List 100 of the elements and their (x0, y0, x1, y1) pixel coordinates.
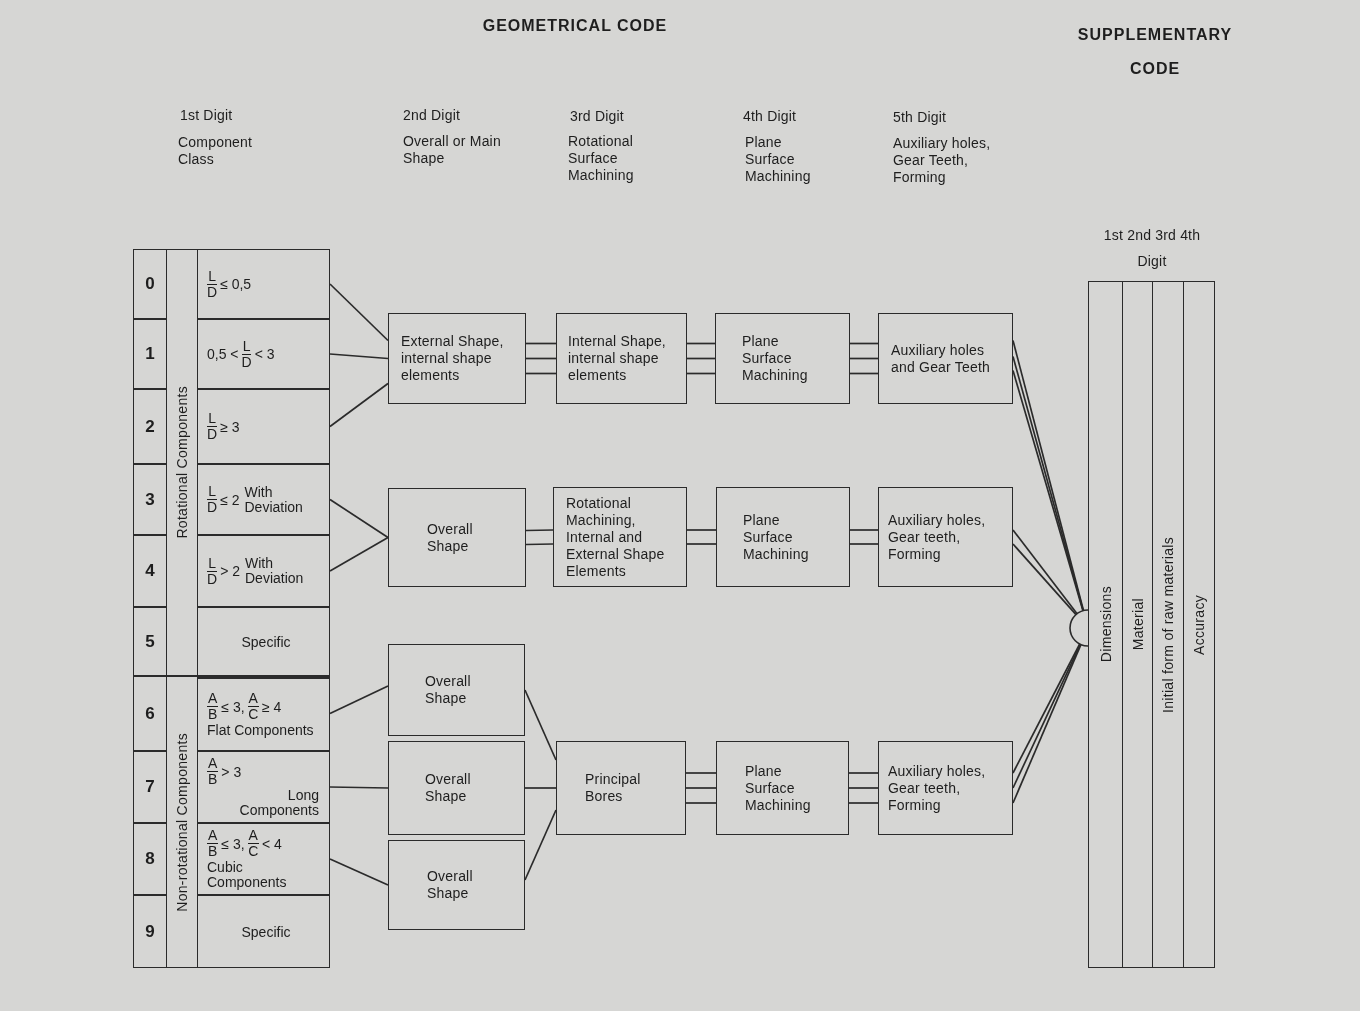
connector-line (686, 372, 716, 375)
column-heading: Rotational Surface Machining (568, 133, 635, 184)
connector-line (525, 529, 554, 532)
column-heading: Auxiliary holes, Gear Teeth, Forming (893, 135, 992, 186)
criteria-cell (197, 535, 330, 607)
inequality-text: ≤ 3, (221, 698, 245, 715)
fraction-expression: A B (207, 828, 219, 859)
process-box: Auxiliary holes, Gear teeth, Forming (878, 741, 1013, 835)
process-box: Auxiliary holes, Gear teeth, Forming (878, 487, 1013, 587)
digit-cell: 8 (133, 823, 167, 895)
connector-line (849, 543, 879, 545)
process-box: External Shape, internal shape elements (388, 313, 526, 404)
connector-line (329, 353, 389, 360)
connector-line (329, 498, 389, 539)
connector-line (685, 802, 717, 804)
connector-line (685, 787, 717, 789)
column-heading: 4th Digit (743, 108, 798, 125)
connector-line (329, 382, 389, 428)
inequality-text: ≥ 4 (261, 698, 282, 715)
connector-line (329, 283, 389, 342)
column-heading: Plane Surface Machining (745, 134, 812, 185)
criteria-cell (197, 751, 330, 823)
criteria-cell (197, 249, 330, 319)
attribute-column (1088, 281, 1123, 968)
category-band (166, 249, 198, 676)
digit-cell: 6 (133, 676, 167, 751)
cell-note: Cubic Components (207, 860, 288, 890)
digit-cell: 5 (133, 607, 167, 676)
column-heading: Overall or Main Shape (403, 133, 502, 167)
cell-text: Specific (241, 923, 291, 940)
cell-text: Specific (241, 633, 291, 650)
connector-line (849, 342, 879, 345)
column-heading: 1st Digit (180, 107, 234, 124)
inequality-text: ≤ 2 (220, 491, 240, 508)
connector-line (329, 858, 389, 886)
connector-line (849, 529, 879, 531)
connector-line (685, 772, 717, 774)
digit-cell: 9 (133, 895, 167, 968)
process-box: Overall Shape (388, 741, 525, 835)
process-box: Overall Shape (388, 488, 526, 587)
column-heading: 1st 2nd 3rd 4th Digit (1102, 226, 1202, 271)
fraction-expression: A C (247, 828, 259, 859)
process-box: Rotational Machining, Internal and External Shape Elements (553, 487, 687, 587)
connector-line (848, 772, 879, 774)
connector-line (686, 357, 716, 360)
attribute-column (1122, 281, 1153, 968)
connector-line (524, 809, 557, 881)
connector-line (686, 342, 716, 345)
fraction-expression: A B (207, 756, 219, 787)
vertical-label: Non-rotational Components (174, 732, 190, 912)
section-heading: GEOMETRICAL CODE (481, 17, 669, 34)
connector-line (525, 543, 554, 546)
process-box: Internal Shape, internal shape elements (556, 313, 687, 404)
process-box: Auxiliary holes and Gear Teeth (878, 313, 1013, 404)
vertical-label: Material (1129, 598, 1146, 651)
cell-note: Long Components (238, 788, 319, 818)
vertical-label: Dimensions (1097, 586, 1114, 663)
connector-line (525, 357, 557, 360)
attribute-column (1183, 281, 1215, 968)
criteria-cell (197, 389, 330, 464)
connector-line (1012, 529, 1078, 615)
connector-line (329, 685, 389, 715)
column-heading: 3rd Digit (570, 108, 625, 125)
connector-line (686, 529, 717, 531)
criteria-cell (197, 823, 330, 895)
section-heading: SUPPLEMENTARY CODE (1076, 25, 1234, 79)
fraction-expression: L D (207, 268, 218, 300)
fraction-expression: A B (207, 691, 219, 722)
fraction-expression: L D (207, 555, 218, 587)
digit-cell: 1 (133, 319, 167, 389)
category-band (166, 676, 198, 968)
connector-line (849, 357, 879, 360)
vertical-label: Initial form of raw materials (1160, 536, 1176, 713)
criteria-cell (197, 676, 330, 751)
fraction-expression: A C (247, 691, 259, 722)
connector-line (848, 787, 879, 789)
fraction-expression: L D (241, 338, 252, 370)
digit-cell: 3 (133, 464, 167, 535)
criteria-cell (197, 607, 330, 676)
digit-cell: 7 (133, 751, 167, 823)
connector-line (686, 543, 717, 545)
process-box: Overall Shape (388, 840, 525, 930)
inequality-text: 0,5 < (207, 346, 239, 362)
column-heading: 5th Digit (893, 109, 948, 126)
column-heading: 2nd Digit (403, 107, 462, 124)
inequality-text: > 3 (221, 763, 242, 780)
connector-line (524, 689, 557, 761)
connector-line (329, 786, 389, 789)
attribute-column (1152, 281, 1184, 968)
connector-line (329, 536, 389, 572)
digit-cell: 2 (133, 389, 167, 464)
criteria-cell (197, 464, 330, 535)
connector-line (849, 372, 879, 375)
inequality-text: ≥ 3 (220, 418, 240, 435)
connector-line (525, 342, 557, 345)
connector-line (524, 787, 557, 789)
process-box: Plane Surface Machining (716, 741, 849, 835)
inequality-text: < 4 (261, 835, 282, 852)
column-heading: Component Class (178, 134, 254, 168)
cell-note: With Deviation (244, 484, 304, 515)
